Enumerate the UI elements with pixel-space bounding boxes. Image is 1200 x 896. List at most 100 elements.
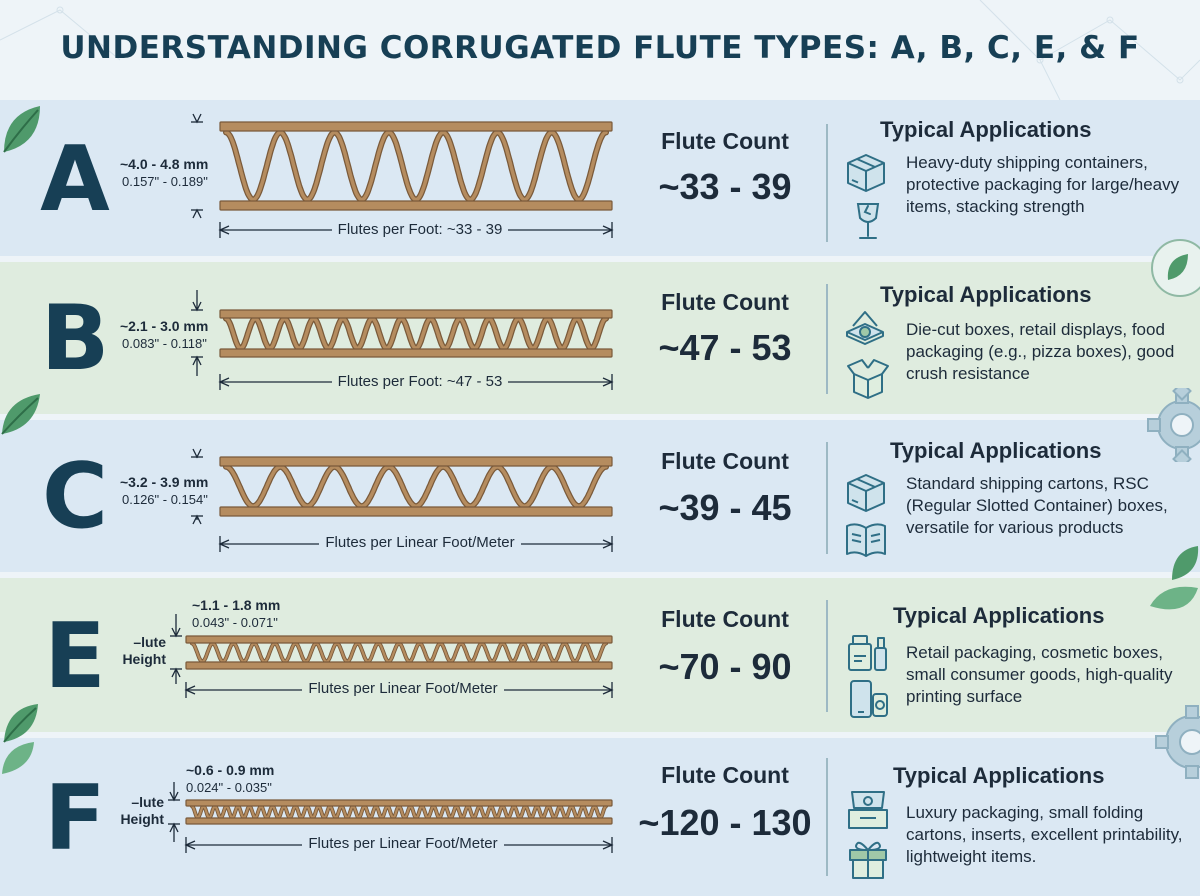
applications-text-e: Retail packaging, cosmetic boxes, small … [906,643,1173,706]
top-liner-b [219,309,613,319]
applications-title-a: Typical Applications [880,117,1092,142]
height-mm-b: ~2.1 - 3.0 mm [120,318,209,334]
flute-count-c: ~39 - 45 [658,487,792,528]
cosmetics-icon [848,635,887,671]
flute-count-f: ~120 - 130 [638,802,812,843]
height-in-e: 0.043" - 0.071" [192,615,278,630]
leaf-decoration [3,106,40,153]
top-liner-a [219,121,613,132]
flutes-per-foot-b: Flutes per Foot: ~47 - 53 [220,373,620,390]
height-arrow-top-a [192,113,202,124]
fluting-core-a [224,130,608,202]
flutes-per-foot-e: Flutes per Linear Foot/Meter [186,680,620,697]
applications-title-e: Typical Applications [893,603,1105,628]
box-icon [847,154,885,192]
height-in-b: 0.083" - 0.118" [122,336,207,351]
flutes-per-foot-c-text: Flutes per Linear Foot/Meter [319,534,521,551]
height-arrow-bottom-f [169,822,179,833]
top-liner-c [219,456,613,467]
flutes-per-foot-e-text: Flutes per Linear Foot/Meter [302,680,504,697]
height-arrow-bottom-a [192,208,202,219]
height-arrow-top-f [169,791,179,802]
applications-text-b: Die-cut boxes, retail displays, food pac… [906,320,1175,383]
page-title: UNDERSTANDING CORRUGATED FLUTE TYPES: A,… [60,30,1140,66]
applications-title-b: Typical Applications [880,282,1092,307]
pizza-box-icon [846,311,884,345]
divider-f [826,758,828,876]
height-arrow-bottom-b [192,355,202,366]
applications-text-c: Standard shipping cartons, RSC (Regular … [906,474,1168,537]
flutes-per-foot-f-text: Flutes per Linear Foot/Meter [302,835,504,852]
gift-icon [849,841,887,879]
flutes-per-foot-b-text: Flutes per Foot: ~47 - 53 [331,373,509,390]
height-arrow-top-b [192,301,202,312]
jewelry-box-icon [848,791,888,829]
height-in-a: 0.157" - 0.189" [122,174,208,189]
divider-e [826,600,828,712]
flute-letter-a: A [40,127,110,232]
bottom-liner-a [219,200,613,211]
open-box-icon [847,359,889,399]
height-mm-a: ~4.0 - 4.8 mm [120,156,209,172]
flute-count-label-c: Flute Count [661,448,789,474]
flute-letter-f: F [44,766,106,871]
fluting-core-c [224,465,608,508]
applications-text-a: Heavy-duty shipping containers, protecti… [906,153,1180,216]
height-mm-f: ~0.6 - 0.9 mm [186,762,275,778]
height-mm-e: ~1.1 - 1.8 mm [192,597,281,613]
leaf-decoration [1150,546,1199,610]
fluting-c [223,463,609,510]
flute-count-b: ~47 - 53 [658,327,792,368]
gear-icon [1155,705,1200,779]
top-liner-e [185,635,613,644]
height-in-c: 0.126" - 0.154" [122,492,208,507]
gear-icon [1147,388,1200,462]
height-in-f: 0.024" - 0.035" [186,780,272,795]
flute-count-label-a: Flute Count [661,128,789,154]
flute-count-label-b: Flute Count [661,289,789,315]
applications-title-f: Typical Applications [893,763,1105,788]
flutes-per-foot-a-text: Flutes per Foot: ~33 - 39 [331,221,509,238]
height-arrow-bottom-c [192,514,202,525]
divider-b [826,284,828,394]
height-mm-c: ~3.2 - 3.9 mm [120,474,209,490]
box-icon [847,474,885,512]
flute-count-e: ~70 - 90 [658,646,792,687]
flute-count-a: ~33 - 39 [658,166,792,207]
divider-c [826,442,828,554]
flute-letter-e: E [44,604,106,709]
height-arrow-bottom-e [171,667,181,678]
leaf-decoration [2,704,38,774]
flute-height-label-e: –lute Height [122,634,166,667]
bottom-liner-b [219,348,613,358]
fluting-a [223,129,609,203]
divider-a [826,124,828,242]
leaf-circle-decoration [1151,239,1200,297]
phone-icon [850,680,888,718]
fluting-core-e [190,642,608,663]
flute-count-label-f: Flute Count [661,762,789,788]
top-liner-f [185,799,613,807]
flute-letter-c: C [41,444,109,549]
height-arrow-top-c [192,448,202,459]
applications-text-f: Luxury packaging, small folding cartons,… [906,803,1183,866]
bottom-liner-f [185,817,613,825]
bottom-liner-c [219,506,613,517]
flute-count-label-e: Flute Count [661,606,789,632]
flutes-per-foot-c: Flutes per Linear Foot/Meter [220,534,620,551]
applications-title-c: Typical Applications [890,438,1102,463]
fluting-e [190,641,608,664]
fluting-b [223,315,609,352]
bottom-liner-e [185,661,613,670]
leaf-decoration [1,394,40,435]
open-book-icon [846,523,886,557]
band-c [0,420,1200,572]
height-arrow-top-e [171,627,181,638]
flutes-per-foot-a: Flutes per Foot: ~33 - 39 [220,221,620,238]
flute-height-label-f: –lute Height [120,794,164,827]
flutes-per-foot-f: Flutes per Linear Foot/Meter [186,835,620,852]
fragile-glass-icon [856,203,880,239]
flute-letter-b: B [40,286,110,391]
